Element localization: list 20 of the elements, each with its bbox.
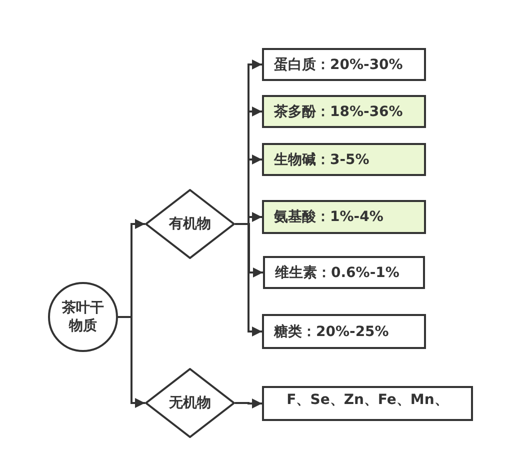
text-box	[262, 314, 426, 349]
node-label: 无机物	[169, 394, 211, 412]
arrow	[235, 398, 262, 408]
text-box	[262, 143, 426, 176]
node-label: 氨基酸：1%-4%	[274, 208, 384, 226]
node-label: 有机物	[169, 215, 211, 233]
arrow	[235, 223, 262, 336]
text-box	[262, 386, 473, 421]
node-label: 生物碱：3-5%	[274, 150, 370, 168]
node-label: F、Se、Zn、Fe、Mn、	[286, 391, 448, 409]
node-label: 蛋白质：20%-30%	[274, 56, 403, 74]
node-label: 茶多酚：18%-36%	[274, 102, 403, 120]
text-box	[262, 95, 426, 128]
arrow	[118, 316, 145, 408]
node-label: 茶叶干物质	[61, 298, 105, 336]
text-box	[263, 256, 425, 289]
node-label: 糖类：20%-25%	[274, 322, 389, 340]
node-label: 维生素：0.6%-1%	[275, 264, 400, 282]
text-box	[262, 48, 426, 81]
text-box	[262, 200, 426, 234]
